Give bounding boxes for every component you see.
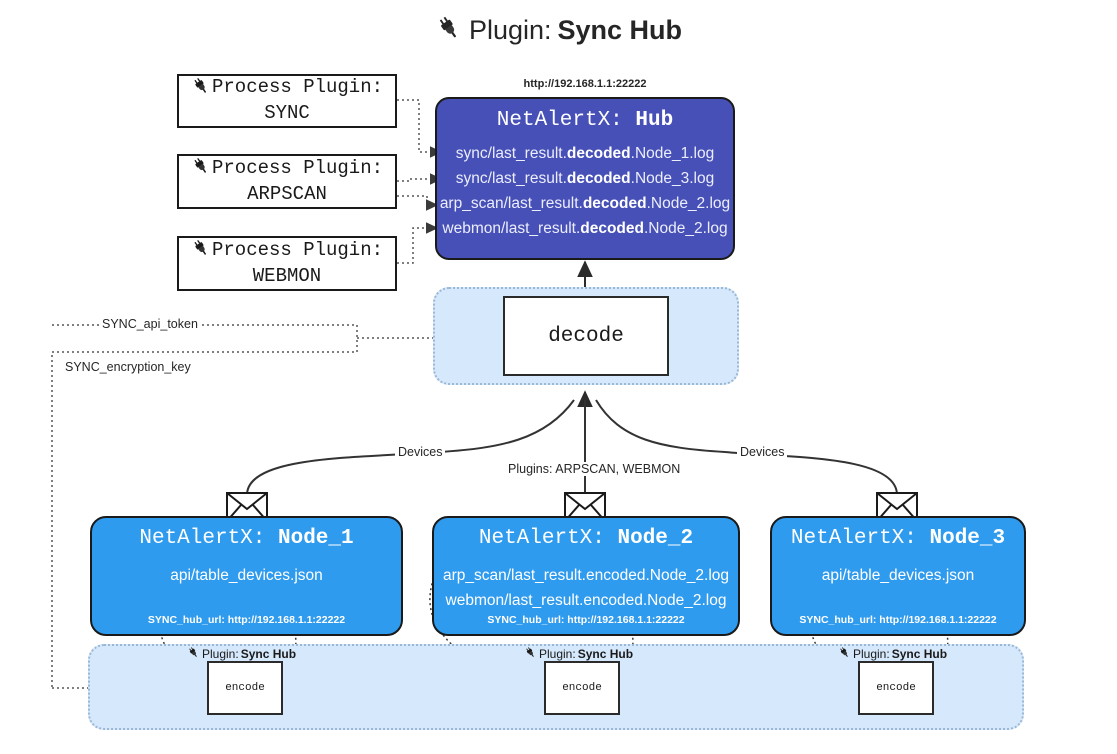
process-plugin-name: ARPSCAN <box>247 182 327 205</box>
hub-log-line: webmon/last_result.decoded.Node_2.log <box>442 220 728 238</box>
plug-icon <box>435 14 463 47</box>
plug-icon <box>838 646 851 661</box>
plug-icon <box>191 76 211 101</box>
node-hub-url: SYNC_hub_url: http://192.168.1.1:22222 <box>799 614 997 626</box>
plug-icon <box>191 238 211 263</box>
process-plugin-name: WEBMON <box>252 264 322 287</box>
devices-label-left: Devices <box>395 445 446 459</box>
plug-icon <box>191 156 211 181</box>
process-plugin-name: SYNC <box>264 102 310 124</box>
node-hub-url: SYNC_hub_url: http://192.168.1.1:22222 <box>147 614 346 626</box>
plugins-label-center: Plugins: ARPSCAN, WEBMON <box>505 462 684 476</box>
node-title: NetAlertX: Node_2 <box>478 527 694 550</box>
encoder-plugin-name: Sync Hub <box>577 646 634 661</box>
process-plugin-arpscan[interactable]: Process Plugin: ARPSCAN <box>177 154 397 209</box>
node-hub-url: SYNC_hub_url: http://192.168.1.1:22222 <box>487 614 685 626</box>
encoder-plugin-prefix: Plugin: <box>539 646 576 661</box>
process-plugin-line1: Process Plugin: <box>211 76 384 99</box>
plug-icon <box>524 646 537 661</box>
hub-title-name: Hub <box>635 109 674 132</box>
process-plugin-line1: Process Plugin: <box>211 238 384 261</box>
node-box-node-2[interactable]: NetAlertX: Node_2 arp_scan/last_result.e… <box>432 516 740 636</box>
hub-log-line: arp_scan/last_result.decoded.Node_2.log <box>439 195 731 213</box>
node-line: webmon/last_result.encoded.Node_2.log <box>445 592 727 610</box>
node-box-node-1[interactable]: NetAlertX: Node_1 api/table_devices.json… <box>90 516 403 636</box>
process-plugin-line1: Process Plugin: <box>211 156 384 179</box>
encoder-plugin-label: Plugin: Sync Hub <box>187 646 296 661</box>
hub-box[interactable]: NetAlertX: Hub sync/last_result.decoded.… <box>435 97 735 260</box>
process-plugin-sync[interactable]: Process Plugin: SYNC <box>177 74 397 128</box>
title-prefix: Plugin: <box>468 15 552 45</box>
page-title: Plugin: Sync Hub <box>0 14 1117 47</box>
hub-log-line: sync/last_result.decoded.Node_3.log <box>455 170 715 188</box>
sync-encryption-key-label: SYNC_encryption_key <box>62 360 194 374</box>
title-name: Sync Hub <box>557 15 683 45</box>
encoder-plugin-name: Sync Hub <box>240 646 297 661</box>
encoder-plugin-prefix: Plugin: <box>202 646 239 661</box>
node-line-list: api/table_devices.json <box>92 563 401 588</box>
encoder-plugin-prefix: Plugin: <box>853 646 890 661</box>
encode-box-node-2[interactable]: encode <box>544 661 620 715</box>
hub-log-line: sync/last_result.decoded.Node_1.log <box>455 145 715 162</box>
encode-box-node-1[interactable]: encode <box>207 661 283 715</box>
sync-api-token-label: SYNC_api_token <box>99 317 201 331</box>
encoder-plugin-label: Plugin: Sync Hub <box>524 646 633 661</box>
node-line: arp_scan/last_result.encoded.Node_2.log <box>442 567 730 584</box>
node-line-list: api/table_devices.json <box>772 563 1024 588</box>
node-line: api/table_devices.json <box>821 567 975 584</box>
plug-icon <box>187 646 200 661</box>
hub-log-list: sync/last_result.decoded.Node_1.log sync… <box>437 141 733 241</box>
node-title: NetAlertX: Node_1 <box>139 527 354 550</box>
devices-label-right: Devices <box>737 445 788 459</box>
process-plugin-webmon[interactable]: Process Plugin: WEBMON <box>177 236 397 291</box>
encoder-plugin-label: Plugin: Sync Hub <box>838 646 947 661</box>
encoder-plugin-name: Sync Hub <box>891 646 948 661</box>
encode-box-node-3[interactable]: encode <box>858 661 934 715</box>
node-line-list: arp_scan/last_result.encoded.Node_2.log … <box>434 563 738 613</box>
decode-box[interactable]: decode <box>503 296 669 376</box>
hub-title: NetAlertX: Hub <box>497 109 673 132</box>
hub-url-label: http://192.168.1.1:22222 <box>523 78 647 90</box>
node-box-node-3[interactable]: NetAlertX: Node_3 api/table_devices.json… <box>770 516 1026 636</box>
node-line: api/table_devices.json <box>170 567 323 584</box>
hub-title-prefix: NetAlertX: <box>496 109 623 132</box>
node-title: NetAlertX: Node_3 <box>790 527 1006 550</box>
